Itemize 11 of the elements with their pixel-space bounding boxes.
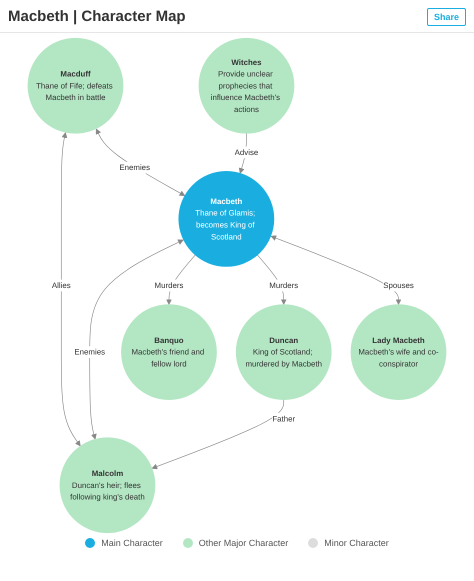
arrow [96,128,186,196]
arrow [89,240,184,440]
legend-label: Other Major Character [198,538,288,548]
arrow [270,235,402,305]
arrow [152,399,284,470]
legend-label: Main Character [101,538,163,548]
title: Macbeth | Character Map [8,8,186,24]
arrow [60,132,81,446]
share-button: Share [426,8,466,26]
arrow [238,133,247,174]
legend-label: Minor Character [324,538,389,548]
